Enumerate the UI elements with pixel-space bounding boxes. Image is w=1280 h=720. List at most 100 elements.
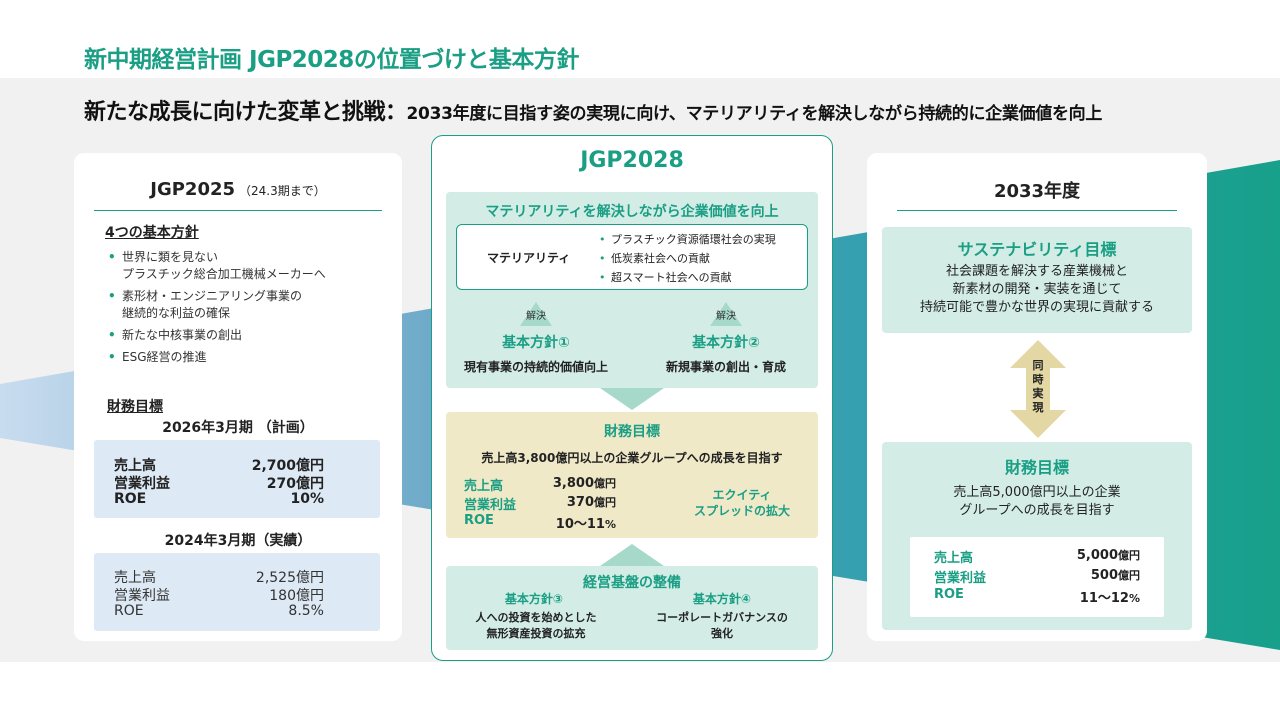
value-unit: % — [1128, 592, 1140, 605]
policy3-text: 人への投資を始めとした 無形資産投資の拡充 — [475, 611, 597, 640]
list-item: 低炭素社会への貢献 — [599, 249, 776, 268]
list-item: 新たな中核事業の創出 — [108, 327, 378, 344]
headline-main: 新たな成長に向けた変革と挑戦： — [84, 100, 407, 125]
management-base-panel: 経営基盤の整備 基本方針③ 基本方針④ 人への投資を始めとした 無形資産投資の拡… — [446, 566, 818, 650]
list-item: 世界に類を見ない プラスチック総合加工機械メーカーへ — [108, 249, 378, 283]
financial-panel: 財務目標 売上高3,800億円以上の企業グループへの成長を目指す 売上高 3,80… — [446, 412, 818, 538]
materiality-panel: マテリアリティを解決しながら企業価値を向上 マテリアリティ プラスチック資源循環… — [446, 192, 818, 388]
jgp2028-card: JGP2028 マテリアリティを解決しながら企業価値を向上 マテリアリティ プラ… — [431, 135, 833, 661]
row-value: 8.5% — [288, 603, 324, 619]
row-value: 2,700億円 — [251, 458, 324, 474]
base-heading: 経営基盤の整備 — [583, 575, 681, 591]
materiality-box: マテリアリティ プラスチック資源循環社会の実現 低炭素社会への貢献 超スマート社… — [456, 224, 808, 290]
resolve-label: 解決 — [526, 311, 546, 322]
jgp2025-title-text: JGP2025 — [150, 179, 236, 200]
fy2033-title: 2033年度 — [993, 181, 1081, 202]
row-value: 2,525億円 — [255, 570, 324, 586]
value-unit: 億円 — [594, 477, 616, 490]
fy2033-card: 2033年度 サステナビリティ目標 社会課題を解決する産業機械と 新素材の開発・… — [867, 153, 1207, 641]
actual-row: ROE 8.5% — [114, 603, 324, 621]
policy1-text: 現有事業の持続的価値向上 — [463, 360, 608, 374]
financial-heading: 財務目標 — [604, 424, 660, 440]
actual-row: 売上高 2,525億円 — [114, 567, 324, 586]
financial-sub: 売上高3,800億円以上の企業グループへの成長を目指す — [481, 451, 783, 465]
row-label: ROE — [934, 587, 964, 602]
actual-row: 営業利益 180億円 — [114, 585, 324, 604]
value-number: 370 — [566, 495, 594, 510]
row-value: 11～12% — [1080, 587, 1140, 606]
value-unit: % — [604, 518, 616, 531]
row-label: ROE — [114, 491, 147, 507]
policies-list: 世界に類を見ない プラスチック総合加工機械メーカーへ 素形材・エンジニアリング事… — [108, 249, 378, 371]
row-label: 営業利益 — [934, 571, 987, 586]
headline-sub: 2033年度に目指す姿の実現に向け、マテリアリティを解決しながら持続的に企業価値… — [406, 104, 1103, 124]
headline: 新たな成長に向けた変革と挑戦：2033年度に目指す姿の実現に向け、マテリアリティ… — [84, 94, 1102, 126]
plan-row: ROE 10% — [114, 491, 324, 509]
jgp2028-title: JGP2028 — [580, 148, 684, 173]
value-number: 10～11 — [555, 517, 605, 532]
row-value: 180億円 — [269, 588, 324, 604]
row-value: 3,800億円 — [553, 475, 616, 491]
row-label: 売上高 — [114, 570, 156, 586]
financial-row: ROE 11～12% — [934, 587, 1140, 606]
policy1-heading: 基本方針① — [502, 335, 570, 351]
financial-heading: 財務目標 — [1004, 458, 1069, 477]
value-number: 5,000 — [1076, 548, 1118, 563]
policy3-heading: 基本方針③ — [504, 592, 564, 606]
actual-box — [94, 553, 380, 631]
row-label: 営業利益 — [114, 588, 170, 604]
list-item: 素形材・エンジニアリング事業の 継続的な利益の確保 — [108, 288, 378, 322]
plan-row: 営業利益 270億円 — [114, 473, 324, 492]
row-label: 売上高 — [934, 551, 974, 566]
chevron-up-icon — [600, 544, 664, 566]
list-item: 超スマート社会への貢献 — [599, 268, 776, 287]
list-item: ESG経営の推進 — [108, 349, 378, 366]
financial-row: 売上高 5,000億円 — [934, 547, 1140, 566]
row-label: ROE — [114, 603, 144, 619]
row-label: 営業利益 — [464, 498, 517, 513]
value-unit: 億円 — [1118, 549, 1140, 562]
row-value: 500億円 — [1091, 567, 1140, 583]
sustainability-panel: サステナビリティ目標 社会課題を解決する産業機械と 新素材の開発・実装を通じて … — [882, 227, 1192, 333]
value-number: 11～12 — [1079, 591, 1129, 606]
financial-text: 売上高5,000億円以上の企業 グループへの成長を目指す — [953, 485, 1121, 518]
row-label: 営業利益 — [114, 476, 170, 492]
financial-heading: 財務目標 — [107, 399, 163, 415]
policy2-heading: 基本方針② — [692, 335, 760, 351]
equity-spread: エクイティ スプレッドの拡大 — [693, 488, 790, 518]
financial-row: 営業利益 370億円 — [464, 494, 616, 513]
divider — [94, 210, 382, 211]
chevron-down-icon — [600, 388, 664, 410]
financial-box: 売上高 5,000億円 営業利益 500億円 ROE 11～12% — [910, 537, 1164, 617]
triangle-up-icon — [710, 302, 742, 326]
value-number: 3,800 — [552, 476, 594, 491]
policies-heading: 4つの基本方針 — [105, 225, 199, 241]
policy4-text: コーポレートガバナンスの 強化 — [656, 611, 788, 640]
value-unit: 億円 — [1118, 569, 1140, 582]
sustainability-heading: サステナビリティ目標 — [957, 240, 1117, 259]
list-item: プラスチック資源循環社会の実現 — [599, 230, 776, 249]
double-arrow-icon — [1010, 340, 1066, 438]
financial-row: 売上高 3,800億円 — [464, 475, 616, 494]
row-value: 270億円 — [266, 476, 324, 492]
actual-period: 2024年3月期（実績） — [164, 533, 312, 549]
financial-row: 営業利益 500億円 — [934, 567, 1140, 586]
materiality-heading: マテリアリティを解決しながら企業価値を向上 — [485, 204, 779, 220]
materiality-list: プラスチック資源循環社会の実現 低炭素社会への貢献 超スマート社会への貢献 — [599, 230, 776, 287]
policy4-heading: 基本方針④ — [692, 592, 752, 606]
divider — [897, 210, 1177, 211]
page-title: 新中期経営計画 JGP2028の位置づけと基本方針 — [84, 47, 579, 73]
row-value: 10～11% — [556, 513, 616, 532]
value-unit: 億円 — [594, 496, 616, 509]
value-number: 500 — [1090, 568, 1118, 583]
row-value: 370億円 — [567, 494, 616, 510]
financial-panel: 財務目標 売上高5,000億円以上の企業 グループへの成長を目指す 売上高 5,0… — [882, 442, 1192, 630]
materiality-label: マテリアリティ — [487, 251, 571, 265]
sustainability-text: 社会課題を解決する産業機械と 新素材の開発・実装を通じて 持続可能で豊かな世界の… — [919, 264, 1154, 315]
row-label: 売上高 — [464, 479, 504, 494]
policy2-text: 新規事業の創出・育成 — [665, 360, 786, 374]
jgp2025-title: JGP2025（24.3期まで） — [74, 179, 402, 200]
row-value: 10% — [290, 491, 324, 507]
